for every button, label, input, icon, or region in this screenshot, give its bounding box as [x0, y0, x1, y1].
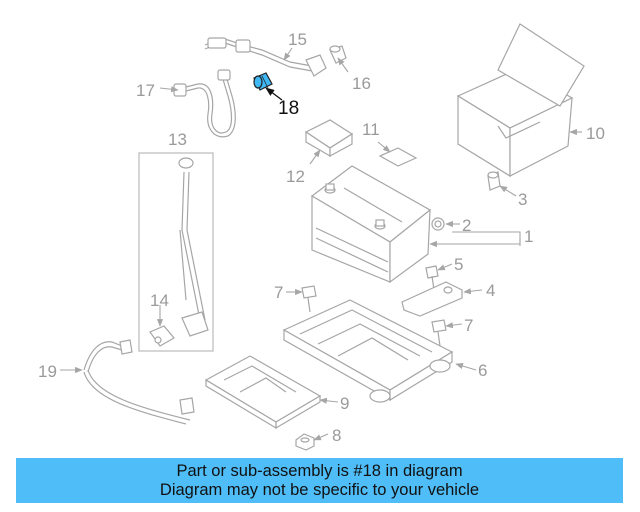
battery: [310, 165, 432, 284]
hold-down-bracket: [401, 281, 463, 317]
parts-diagram: 1 2 3 4 5 6 7 7 8 9 10 11 12 13 14 15 16…: [38, 23, 605, 451]
callout-7-lower: 7: [464, 316, 473, 335]
battery-box-cover: [456, 23, 585, 178]
callout-14: 14: [150, 291, 169, 310]
callout-1: 1: [524, 227, 533, 246]
vent-plug: [431, 217, 445, 231]
callout-18: 18: [278, 98, 299, 119]
callout-2: 2: [462, 216, 471, 235]
terminal-cap: [329, 45, 347, 64]
callout-4: 4: [486, 281, 495, 300]
retainer-clip: [487, 171, 501, 191]
bolt-7-lower: [431, 319, 447, 347]
callout-12: 12: [286, 167, 305, 186]
callout-15: 15: [288, 30, 307, 49]
callout-9: 9: [340, 394, 349, 413]
part-18-cap: [253, 72, 273, 91]
positive-cable-harness: [204, 37, 327, 77]
callout-8: 8: [332, 426, 341, 445]
bolt-5: [425, 265, 439, 291]
banner-line-2: Diagram may not be specific to your vehi…: [159, 481, 480, 499]
hold-down-clamp: [149, 325, 175, 347]
ground-strap: [173, 69, 236, 138]
callout-11: 11: [362, 120, 380, 139]
callout-6: 6: [478, 361, 487, 380]
bolt-7-upper: [301, 285, 317, 313]
hold-down-assembly: [138, 152, 214, 352]
label-plate: [378, 147, 418, 167]
callout-7-upper: 7: [274, 283, 283, 302]
support-plate: [204, 355, 322, 430]
callout-13: 13: [168, 130, 187, 149]
banner-line-1: Part or sub-assembly is #18 in diagram: [176, 462, 463, 480]
fuse-block: [304, 119, 354, 158]
callout-3: 3: [518, 190, 527, 209]
leader-lines: [60, 47, 582, 441]
callout-17: 17: [136, 81, 155, 100]
callout-10: 10: [586, 124, 605, 143]
nut: [295, 433, 315, 451]
callout-16: 16: [352, 74, 371, 93]
callout-numbers: 1 2 3 4 5 6 7 7 8 9 10 11 12 13 14 15 16…: [38, 30, 605, 445]
negative-cable: [83, 339, 195, 425]
info-banner: Part or sub-assembly is #18 in diagram D…: [16, 458, 623, 503]
battery-tray: [282, 299, 454, 403]
callout-19: 19: [38, 362, 57, 381]
callout-5: 5: [454, 255, 463, 274]
